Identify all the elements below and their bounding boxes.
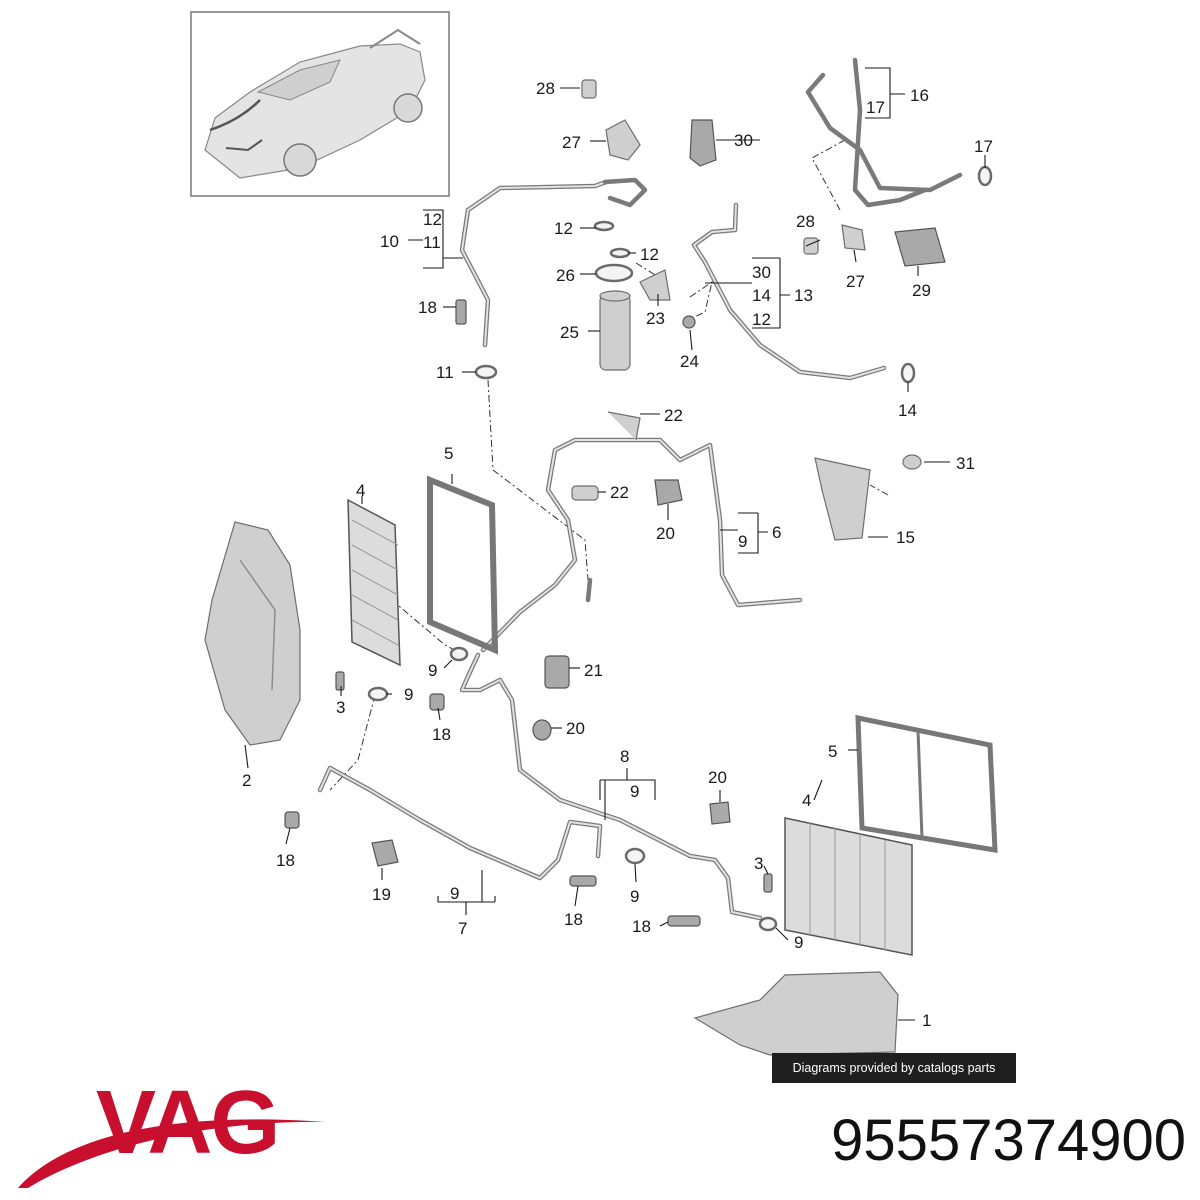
callout-14: 14 <box>898 401 917 420</box>
part-number: 95557374900 <box>831 1108 1186 1173</box>
callout-29: 29 <box>912 281 931 300</box>
callout-28: 28 <box>796 212 815 231</box>
callout-17: 17 <box>974 137 993 156</box>
callout-9: 9 <box>428 661 437 680</box>
callout-13: 13 <box>794 286 813 305</box>
diagram-credit-banner: Diagrams provided by catalogs parts <box>772 1053 1016 1083</box>
callout-4: 4 <box>802 791 811 810</box>
callout-20: 20 <box>708 768 727 787</box>
callout-17: 17 <box>866 98 885 117</box>
brand-logo: VAG <box>96 1073 280 1173</box>
vehicle-overview-inset <box>190 11 450 197</box>
callout-9: 9 <box>738 532 747 551</box>
callout-labels: 28 27 30 17 16 17 12 11 10 12 12 26 25 2… <box>242 79 993 1030</box>
callout-19: 19 <box>372 885 391 904</box>
callout-5: 5 <box>828 742 837 761</box>
callout-4: 4 <box>356 481 365 500</box>
callout-leaders <box>244 67 986 1021</box>
callout-30: 30 <box>734 131 753 150</box>
callout-25: 25 <box>560 323 579 342</box>
callout-31: 31 <box>956 454 975 473</box>
callout-7: 7 <box>458 919 467 938</box>
callout-22: 22 <box>664 406 683 425</box>
brand-swoosh-icon <box>18 1119 326 1188</box>
callout-27: 27 <box>562 133 581 152</box>
callout-9: 9 <box>404 685 413 704</box>
callout-12: 12 <box>554 219 573 238</box>
callout-15: 15 <box>896 528 915 547</box>
parts <box>204 79 998 1056</box>
assembly-guide-lines <box>329 139 889 791</box>
callout-18: 18 <box>564 910 583 929</box>
callout-20: 20 <box>566 719 585 738</box>
callout-18: 18 <box>276 851 295 870</box>
callout-8: 8 <box>620 747 629 766</box>
callout-9: 9 <box>630 887 639 906</box>
callout-12: 12 <box>423 210 442 229</box>
callout-28: 28 <box>536 79 555 98</box>
callout-23: 23 <box>646 309 665 328</box>
callout-18: 18 <box>632 917 651 936</box>
callout-6: 6 <box>772 523 781 542</box>
callout-3: 3 <box>336 698 345 717</box>
condenser-left-fins <box>351 519 399 646</box>
ac-lines <box>317 57 963 921</box>
callout-11: 11 <box>423 233 441 252</box>
callout-12: 12 <box>640 245 659 264</box>
callout-5: 5 <box>444 444 453 463</box>
callout-21: 21 <box>584 661 603 680</box>
callout-27: 27 <box>846 272 865 291</box>
callout-11: 11 <box>436 363 454 382</box>
callout-9: 9 <box>630 782 639 801</box>
callout-20: 20 <box>656 524 675 543</box>
callout-9: 9 <box>794 933 803 952</box>
callout-14: 14 <box>752 286 771 305</box>
callout-12: 12 <box>752 310 771 329</box>
callout-18: 18 <box>418 298 437 317</box>
callout-2: 2 <box>242 771 251 790</box>
callout-30: 30 <box>752 263 771 282</box>
callout-16: 16 <box>910 86 929 105</box>
callout-18: 18 <box>432 725 451 744</box>
callout-9: 9 <box>450 884 459 903</box>
callout-26: 26 <box>556 266 575 285</box>
condenser-right-fins <box>809 823 886 950</box>
callout-22: 22 <box>610 483 629 502</box>
callout-10: 10 <box>380 232 399 251</box>
callout-24: 24 <box>680 352 699 371</box>
callout-3: 3 <box>754 854 763 873</box>
callout-1: 1 <box>922 1011 931 1030</box>
